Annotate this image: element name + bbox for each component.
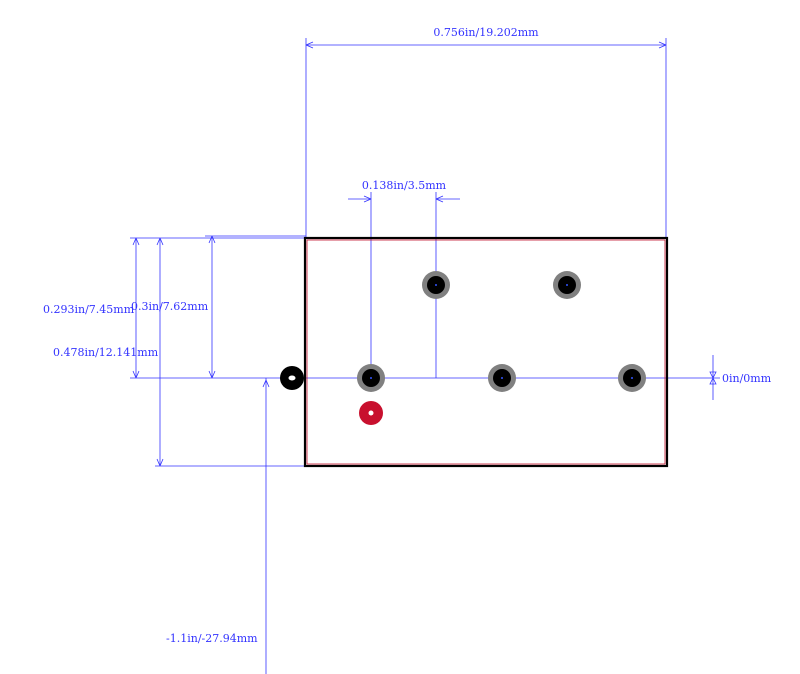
pad	[422, 271, 450, 299]
pad	[488, 364, 516, 392]
pad	[357, 364, 385, 392]
pad	[618, 364, 646, 392]
height-a-label: 0.293in/7.45mm	[43, 303, 135, 316]
height-dimensions: 0.293in/7.45mm 0.3in/7.62mm 0.478in/12.1…	[43, 235, 306, 467]
offset-label: -1.1in/-27.94mm	[166, 632, 258, 645]
width-dimension: 0.756in/19.202mm	[305, 26, 667, 238]
pin-1-marker	[359, 401, 383, 425]
zero-label: 0in/0mm	[722, 372, 772, 385]
height-c-label: 0.478in/12.141mm	[53, 346, 159, 359]
courtyard-outline	[306, 239, 666, 465]
pitch-label: 0.138in/3.5mm	[362, 179, 447, 192]
width-label: 0.756in/19.202mm	[433, 26, 539, 39]
height-b-label: 0.3in/7.62mm	[131, 300, 209, 313]
offset-dimension: -1.1in/-27.94mm	[166, 378, 270, 674]
zero-dimension: 0in/0mm	[630, 355, 772, 400]
pad	[553, 271, 581, 299]
component-outline	[303, 236, 669, 468]
origin-marker	[280, 366, 304, 390]
